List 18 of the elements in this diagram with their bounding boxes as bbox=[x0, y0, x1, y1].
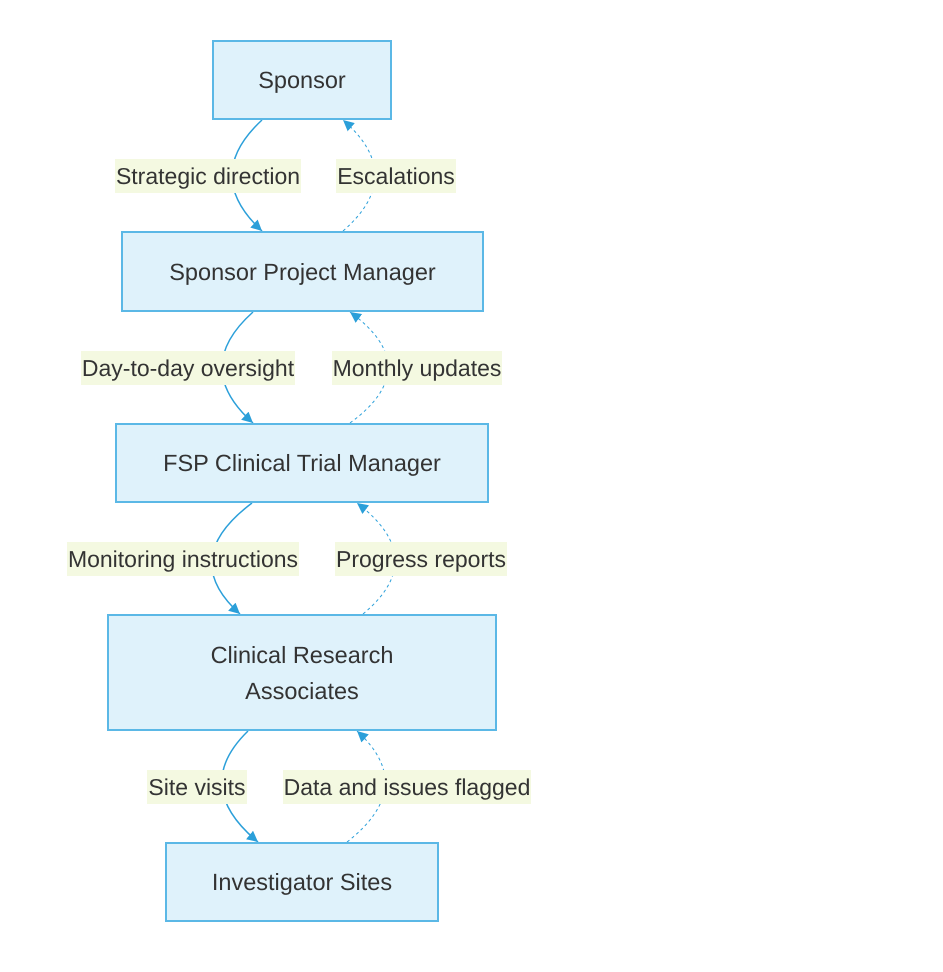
process-box bbox=[212, 40, 392, 120]
edge-label: Progress reports bbox=[334, 542, 507, 576]
node-label: Clinical Research Associates bbox=[210, 640, 394, 706]
edge-label: Escalations bbox=[336, 158, 456, 192]
node-label: Sponsor bbox=[258, 66, 346, 95]
edge-label: Data and issues flagged bbox=[282, 770, 532, 804]
node-label: FSP Clinical Trial Manager bbox=[163, 449, 441, 478]
node-label: Sponsor Project Manager bbox=[169, 258, 436, 287]
edge-label: Site visits bbox=[147, 770, 247, 804]
process-box bbox=[115, 423, 489, 503]
process-box bbox=[165, 842, 439, 922]
edge-label: Monitoring instructions bbox=[66, 542, 300, 576]
process-box bbox=[107, 614, 497, 731]
edge-label: Monthly updates bbox=[332, 350, 502, 384]
edge-label: Day-to-day oversight bbox=[80, 350, 296, 384]
edge-label: Strategic direction bbox=[114, 158, 302, 192]
node-label: Investigator Sites bbox=[212, 868, 392, 897]
process-box bbox=[121, 231, 484, 312]
